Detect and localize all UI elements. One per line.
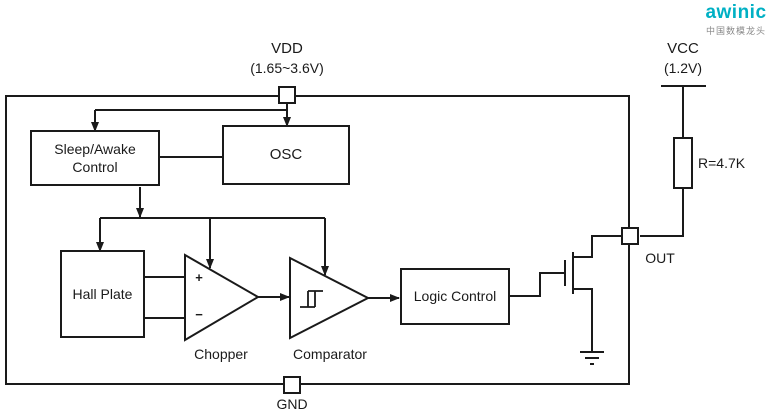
- chopper-plus-sign: +: [195, 270, 203, 285]
- resistor-value-label: R=4.7K: [698, 155, 746, 171]
- hall-plate-label: Hall Plate: [72, 285, 133, 302]
- sleep-awake-control-block: Sleep/Awake Control: [30, 130, 160, 186]
- gnd-pin-label: GND: [276, 396, 308, 412]
- out-pin-pad: [621, 227, 639, 245]
- vdd-label: VDD: [271, 40, 303, 57]
- vcc-label: VCC: [667, 40, 699, 57]
- resistor-body: [673, 137, 693, 189]
- hall-plate-block: Hall Plate: [60, 250, 145, 338]
- vcc-range-label: (1.2V): [663, 60, 703, 76]
- out-pin-label: OUT: [645, 250, 675, 266]
- vdd-range-label: (1.65~3.6V): [250, 60, 324, 76]
- osc-label: OSC: [269, 146, 303, 164]
- sleep-awake-control-label: Sleep/Awake Control: [54, 140, 136, 175]
- chopper-label: Chopper: [194, 346, 248, 362]
- wire-logic-to-gate: [510, 272, 565, 297]
- ground-icon: [580, 351, 604, 365]
- awinic-logo: awinic: [705, 2, 767, 23]
- logic-control-label: Logic Control: [413, 288, 497, 305]
- comparator-triangle: [289, 256, 371, 340]
- chopper-minus-sign: −: [195, 307, 203, 322]
- comparator-label: Comparator: [293, 346, 367, 362]
- awinic-tagline: 中国数模龙头: [705, 26, 766, 36]
- wire-resistor-to-out: [640, 188, 684, 237]
- osc-block: OSC: [222, 125, 350, 185]
- hysteresis-icon: [300, 290, 323, 308]
- vdd-pin-pad: [278, 86, 296, 104]
- chopper-triangle: [184, 253, 260, 342]
- logic-control-block: Logic Control: [400, 268, 510, 325]
- mosfet-icon: [564, 235, 622, 352]
- gnd-pin-pad: [283, 376, 301, 394]
